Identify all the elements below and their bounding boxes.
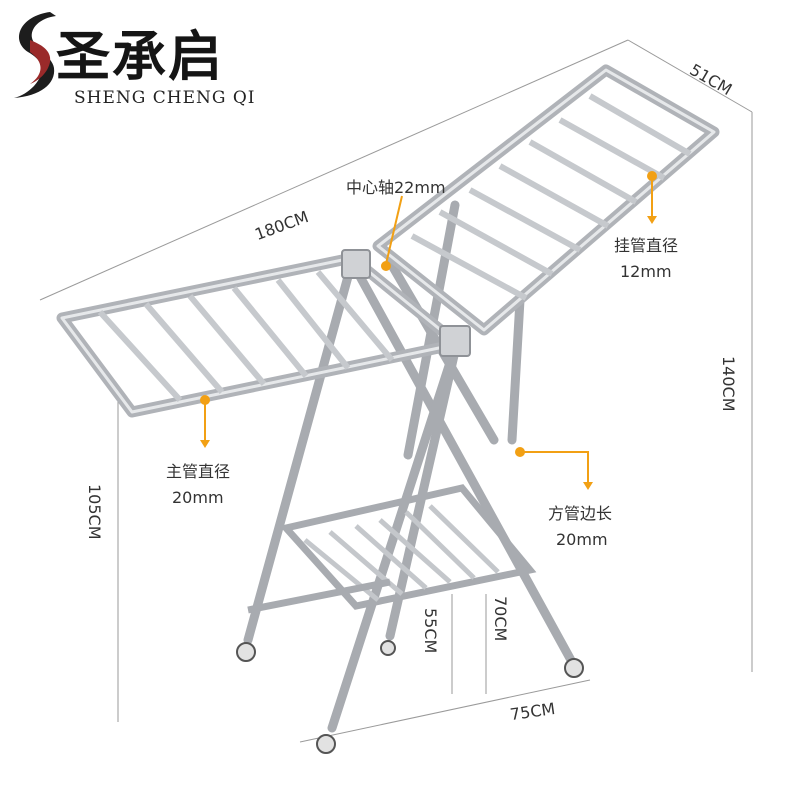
- square-tube-value: 20mm: [556, 530, 608, 549]
- wheels: [236, 640, 584, 754]
- lower-shelf: [247, 484, 537, 614]
- hang-tube-value: 12mm: [620, 262, 672, 281]
- brand-name-cn: 圣承启: [56, 25, 224, 88]
- dimension-shelf1-label: 55CM: [421, 608, 440, 654]
- hinge-plates: [341, 249, 471, 357]
- dimension-arm-height-label: 105CM: [85, 484, 104, 540]
- main-tube-value: 20mm: [172, 488, 224, 507]
- rack-legs: [243, 200, 577, 733]
- square-tube-title: 方管边长: [548, 504, 613, 523]
- dimension-shelf2-label: 70CM: [491, 596, 510, 642]
- main-tube-title: 主管直径: [166, 462, 231, 481]
- hang-tube-title: 挂管直径: [614, 236, 679, 255]
- brand-name-en: SHENG CHENG QI: [74, 88, 256, 108]
- callout-markers: [200, 171, 657, 490]
- center-axis-label: 中心轴22mm: [346, 178, 446, 197]
- brand-logo-mark: [14, 12, 56, 98]
- dimension-total-height-label: 140CM: [719, 356, 738, 412]
- right-wing: [372, 64, 720, 336]
- dimension-guides: [39, 39, 753, 743]
